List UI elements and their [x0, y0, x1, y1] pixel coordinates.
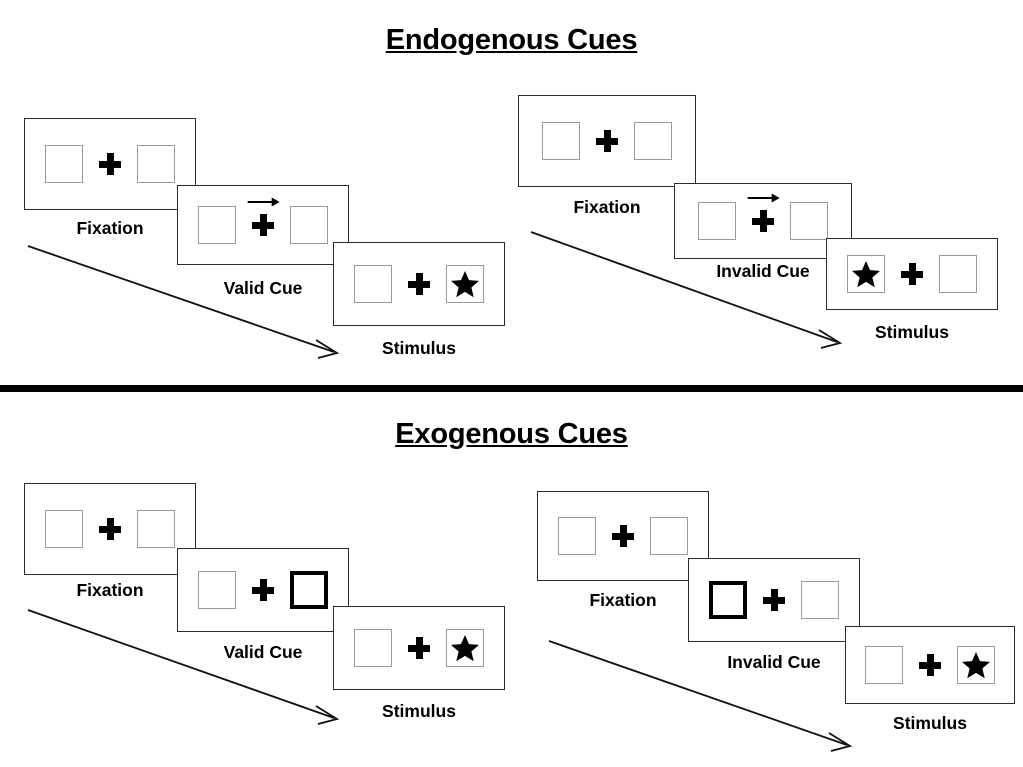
- caption-endo-valid-cue: Valid Cue: [223, 278, 303, 298]
- star-target-icon: [451, 635, 479, 662]
- panel-endo-invalid-cue: [674, 183, 852, 259]
- placeholder-box-left: [542, 122, 580, 160]
- arrow-right-cue-icon: [247, 197, 280, 207]
- target-box-right: [957, 646, 995, 684]
- panel-endo-invalid-fixation: [518, 95, 696, 187]
- panel-exo-valid-stimulus: [333, 606, 505, 690]
- fixation-cross-icon: [99, 153, 121, 175]
- caption-endo-invalid-fixation: Fixation: [573, 197, 641, 217]
- panel-endo-valid-cue: [177, 185, 349, 265]
- section-title-exogenous: Exogenous Cues: [395, 418, 628, 450]
- panel-exo-invalid-fixation: [537, 491, 709, 581]
- placeholder-box-left: [45, 145, 83, 183]
- placeholder-box-right: [801, 581, 839, 619]
- cued-box-left: [709, 581, 747, 619]
- placeholder-box-right: [939, 255, 977, 293]
- caption-exo-valid-stimulus: Stimulus: [382, 701, 456, 721]
- placeholder-box-left: [45, 510, 83, 548]
- placeholder-box-left: [198, 571, 236, 609]
- placeholder-box-right: [650, 517, 688, 555]
- caption-exo-invalid-fixation: Fixation: [589, 590, 657, 610]
- star-target-icon: [852, 261, 880, 288]
- star-target-icon: [451, 271, 479, 298]
- panel-exo-valid-cue: [177, 548, 349, 632]
- placeholder-box-left: [198, 206, 236, 244]
- fixation-cross-icon: [596, 130, 618, 152]
- placeholder-box-left: [698, 202, 736, 240]
- placeholder-box-left: [865, 646, 903, 684]
- fixation-cross-icon: [252, 579, 274, 601]
- caption-endo-invalid-cue: Invalid Cue: [716, 261, 810, 281]
- caption-exo-valid-fixation: Fixation: [76, 580, 144, 600]
- panel-exo-valid-fixation: [24, 483, 196, 575]
- placeholder-box-left: [354, 265, 392, 303]
- fixation-cross-icon: [247, 197, 280, 236]
- caption-endo-valid-fixation: Fixation: [76, 218, 144, 238]
- panel-endo-valid-fixation: [24, 118, 196, 210]
- placeholder-box-left: [558, 517, 596, 555]
- placeholder-box-left: [354, 629, 392, 667]
- caption-exo-valid-cue: Valid Cue: [223, 642, 303, 662]
- fixation-cross-icon: [408, 637, 430, 659]
- placeholder-box-right: [634, 122, 672, 160]
- panel-endo-valid-stimulus: [333, 242, 505, 326]
- panel-exo-invalid-stimulus: [845, 626, 1015, 704]
- panel-exo-invalid-cue: [688, 558, 860, 642]
- placeholder-box-right: [137, 510, 175, 548]
- fixation-cross-icon: [612, 525, 634, 547]
- arrow-right-cue-icon: [747, 193, 780, 203]
- target-box-left: [847, 255, 885, 293]
- fixation-cross-icon: [747, 193, 780, 232]
- placeholder-box-right: [137, 145, 175, 183]
- section-divider: [0, 385, 1023, 392]
- fixation-cross-icon: [763, 589, 785, 611]
- caption-endo-valid-stimulus: Stimulus: [382, 338, 456, 358]
- caption-exo-invalid-cue: Invalid Cue: [727, 652, 821, 672]
- fixation-cross-icon: [99, 518, 121, 540]
- target-box-right: [446, 629, 484, 667]
- target-box-right: [446, 265, 484, 303]
- section-title-endogenous: Endogenous Cues: [385, 24, 638, 56]
- fixation-cross-icon: [919, 654, 941, 676]
- fixation-cross-icon: [901, 263, 923, 285]
- fixation-cross-icon: [408, 273, 430, 295]
- panel-endo-invalid-stimulus: [826, 238, 998, 310]
- placeholder-box-right: [290, 206, 328, 244]
- cued-box-right: [290, 571, 328, 609]
- caption-exo-invalid-stimulus: Stimulus: [893, 713, 967, 733]
- caption-endo-invalid-stimulus: Stimulus: [875, 322, 949, 342]
- star-target-icon: [962, 652, 990, 679]
- placeholder-box-right: [790, 202, 828, 240]
